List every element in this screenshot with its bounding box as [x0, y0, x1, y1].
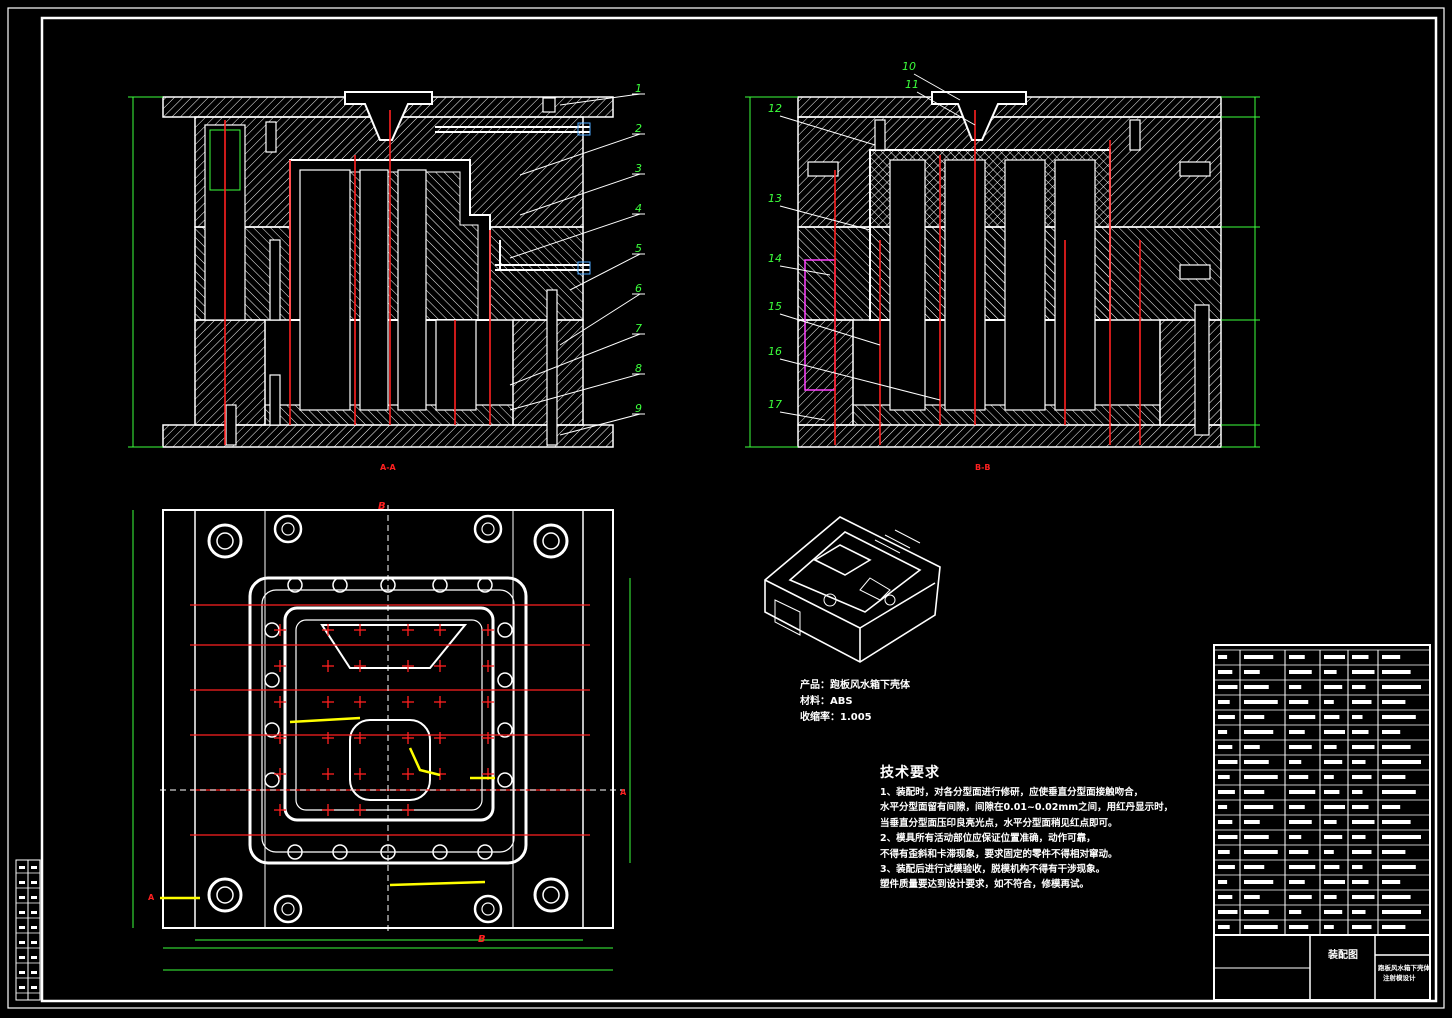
title-part-name-2: 注射模设计	[1383, 973, 1416, 982]
part-callout-11: 11	[905, 78, 919, 91]
tech-line: 塑件质量要达到设计要求，如不符合，修模再试。	[880, 879, 1090, 891]
tech-line: 3、装配后进行试模验收，脱模机构不得有干涉现象。	[880, 864, 1106, 876]
bom-title-block	[1213, 644, 1431, 1001]
cut-a-left-label: A	[148, 893, 155, 902]
part-callout-5: 5	[635, 242, 642, 255]
part-callout-6: 6	[635, 282, 642, 295]
tech-line: 不得有歪斜和卡滞现象，要求固定的零件不得相对窜动。	[880, 848, 1118, 860]
product-info: 产品：跑板风水箱下壳体 材料：ABS 收缩率：1.005	[800, 678, 910, 726]
part-callout-9: 9	[635, 402, 642, 415]
title-part-name-1: 跑板风水箱下壳体	[1378, 963, 1431, 972]
part-callout-16: 16	[768, 345, 782, 358]
tech-requirements-title: 技术要求	[880, 765, 940, 781]
product-material: 材料：ABS	[800, 696, 853, 707]
technical-requirements: 技术要求 1、装配时，对各分型面进行修研，应使垂直分型面接触吻合， 水平分型面留…	[880, 762, 1210, 893]
section-a-a-view	[128, 91, 645, 448]
inner-frame	[40, 16, 1438, 1003]
tech-line: 2、模具所有活动部位应保证位置准确，动作可靠，	[880, 833, 1096, 845]
tech-line: 1、装配时，对各分型面进行修研，应使垂直分型面接触吻合，	[880, 787, 1144, 798]
title-drawing-name: 装配图	[1327, 948, 1358, 961]
cut-b-bottom-label: B	[478, 934, 486, 945]
product-name: 产品：跑板风水箱下壳体	[800, 680, 910, 691]
section-b-label: B-B	[975, 463, 991, 472]
outer-frame	[7, 7, 1445, 1009]
part-callout-2: 2	[635, 122, 642, 135]
part-callout-10: 10	[902, 60, 916, 73]
tech-line: 水平分型面留有间隙，间隙在0.01~0.02mm之间，用红丹显示时，	[880, 802, 1174, 814]
part-callout-3: 3	[635, 162, 642, 175]
part-callout-4: 4	[635, 202, 642, 215]
product-isometric-view	[764, 516, 941, 663]
plan-view	[132, 505, 631, 971]
part-callout-14: 14	[768, 252, 782, 265]
tech-line: 当垂直分型面压印良亮光点，水平分型面稍见红点即可。	[880, 817, 1118, 829]
cut-b-top-label: B	[378, 501, 386, 512]
revision-strip	[15, 859, 41, 1001]
section-b-b-view	[745, 73, 1260, 448]
part-callout-13: 13	[768, 192, 782, 205]
part-callout-1: 1	[635, 82, 642, 95]
part-callout-15: 15	[768, 300, 782, 313]
product-shrinkage: 收缩率：1.005	[800, 712, 872, 723]
part-callout-7: 7	[635, 322, 642, 335]
part-callout-17: 17	[768, 398, 782, 411]
part-callout-8: 8	[635, 362, 642, 375]
cut-a-right-label: A	[620, 788, 627, 797]
section-a-label: A-A	[380, 463, 397, 472]
part-callout-12: 12	[768, 102, 782, 115]
